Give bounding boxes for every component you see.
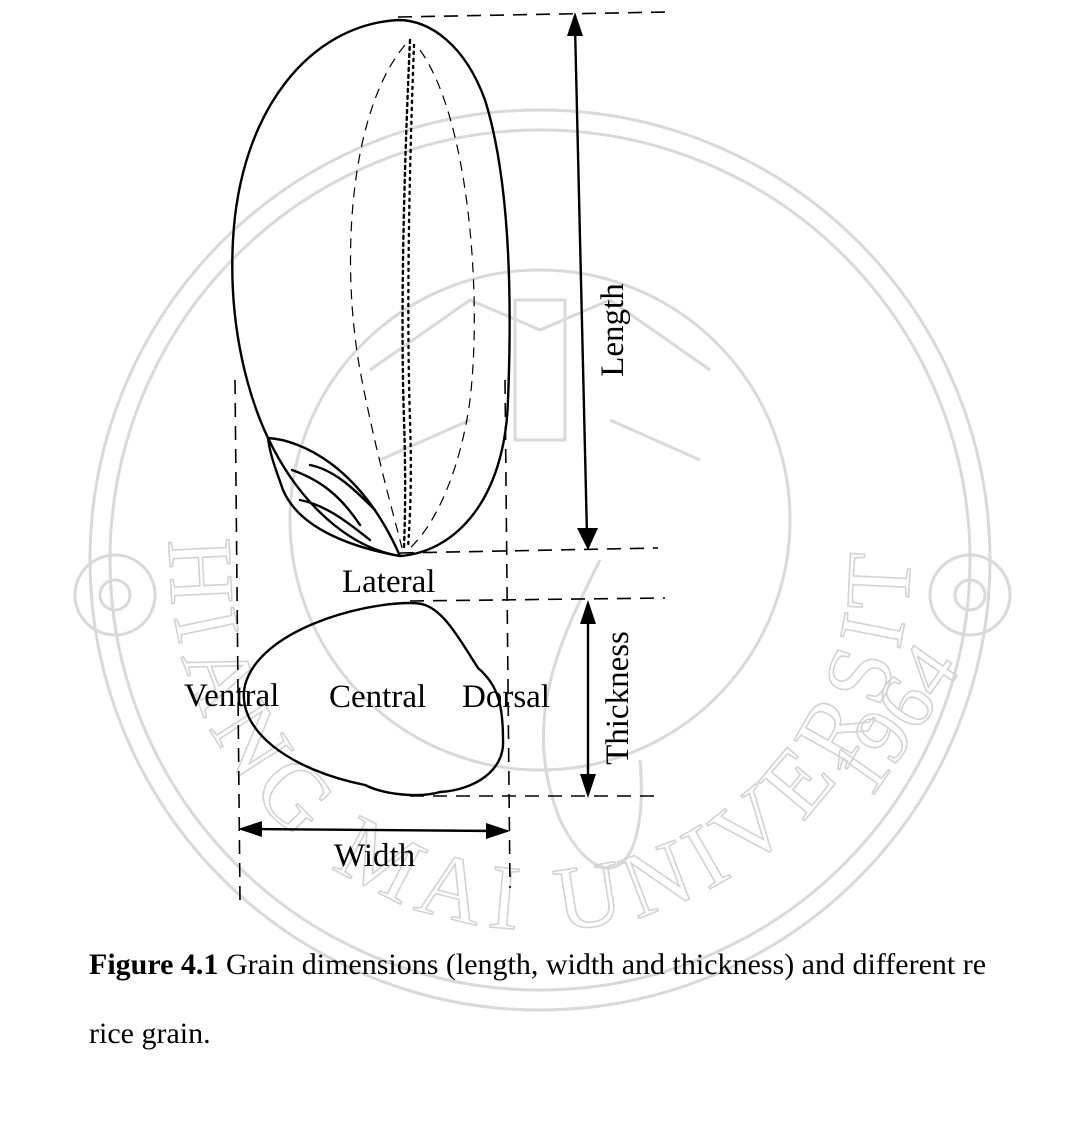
length-bottom-guide [400,548,658,553]
ventral-label: Ventral [184,678,279,714]
caption-text-line-1: Grain dimensions (length, width and thic… [218,948,986,981]
grain-outline [232,20,509,556]
length-arrowhead-bottom [577,528,598,550]
grain-center-groove-2 [408,45,414,548]
width-arrowhead-right [486,823,510,839]
thickness-label: Thickness [600,631,636,765]
lateral-label: Lateral [342,564,435,600]
caption-line-1: Figure 4.1 Grain dimensions (length, wid… [89,948,986,981]
length-arrowhead-top [567,12,583,36]
length-top-guide [398,12,668,17]
grain-ridge-right [410,50,474,548]
thickness-arrow [580,600,596,798]
watermark-arc-text: CHIANG MAI UNIVERSITY [0,0,931,951]
figure-label: Figure 4.1 [89,948,218,981]
width-label: Width [334,838,416,874]
width-arrowhead-left [238,821,262,837]
caption-text-line-2: rice grain. [89,999,1070,1068]
grain-lateral-view [232,20,509,556]
width-right-guide [505,380,510,888]
grain-embryo-detail [292,465,375,540]
figure-caption: Figure 4.1 Grain dimensions (length, wid… [89,930,1070,1068]
dorsal-label: Dorsal [462,679,550,715]
thickness-arrowhead-top [580,600,596,624]
grain-ridge-left [350,45,405,548]
length-arrow [567,12,598,550]
university-seal-watermark: CHIANG MAI UNIVERSITY 1964 [0,0,1010,1010]
grain-embryo-outline [268,438,400,556]
seal-rays [370,300,710,370]
length-label: Length [595,283,631,377]
central-label: Central [329,679,426,715]
thickness-arrowhead-bottom [580,774,596,798]
grain-center-groove [403,40,410,548]
thickness-top-guide [410,598,665,601]
